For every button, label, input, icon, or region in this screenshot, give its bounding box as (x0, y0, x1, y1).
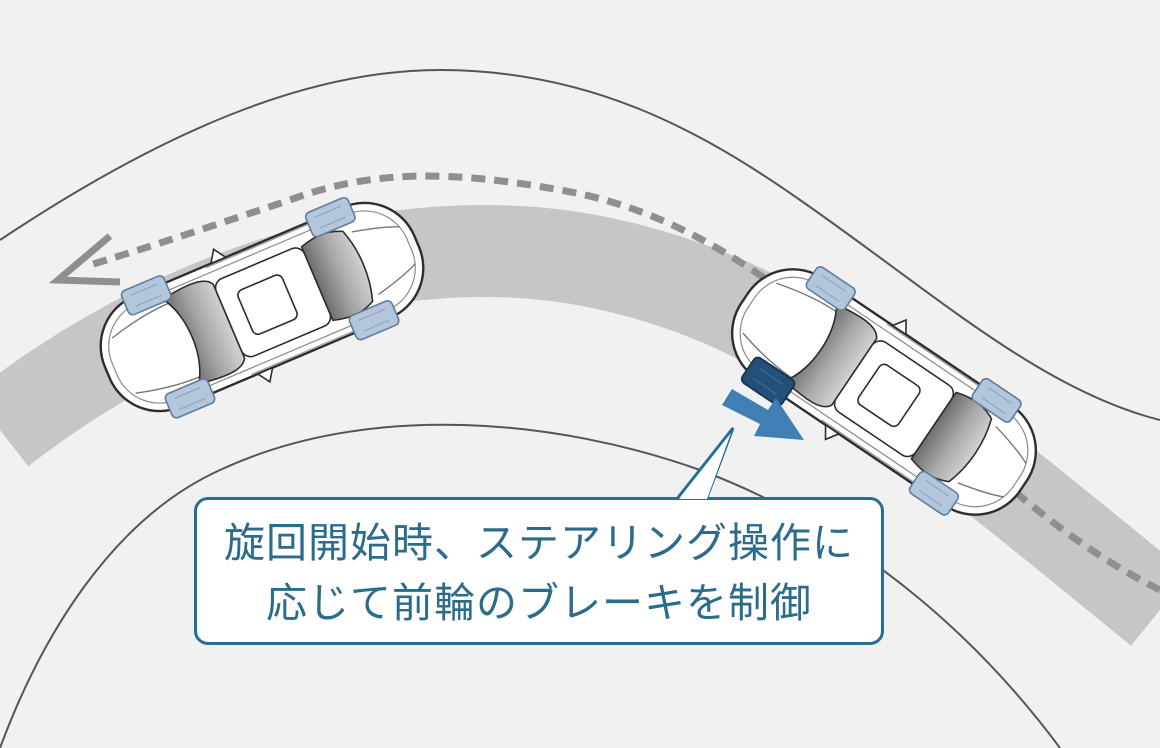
callout-box: 旋回開始時、ステアリング操作に 応じて前輪のブレーキを制御 (194, 497, 884, 645)
callout-line-1: 旋回開始時、ステアリング操作に (224, 519, 854, 567)
callout-line-2: 応じて前輪のブレーキを制御 (266, 579, 812, 627)
road-outer-edge (0, 68, 1160, 421)
road-inner-edge (0, 423, 1061, 748)
direction-arrow-icon (48, 233, 121, 286)
car-left-icon (78, 173, 446, 441)
brake-force-arrow-icon (722, 389, 804, 440)
braked-front-wheel (740, 356, 796, 407)
car-right-icon (703, 237, 1065, 547)
